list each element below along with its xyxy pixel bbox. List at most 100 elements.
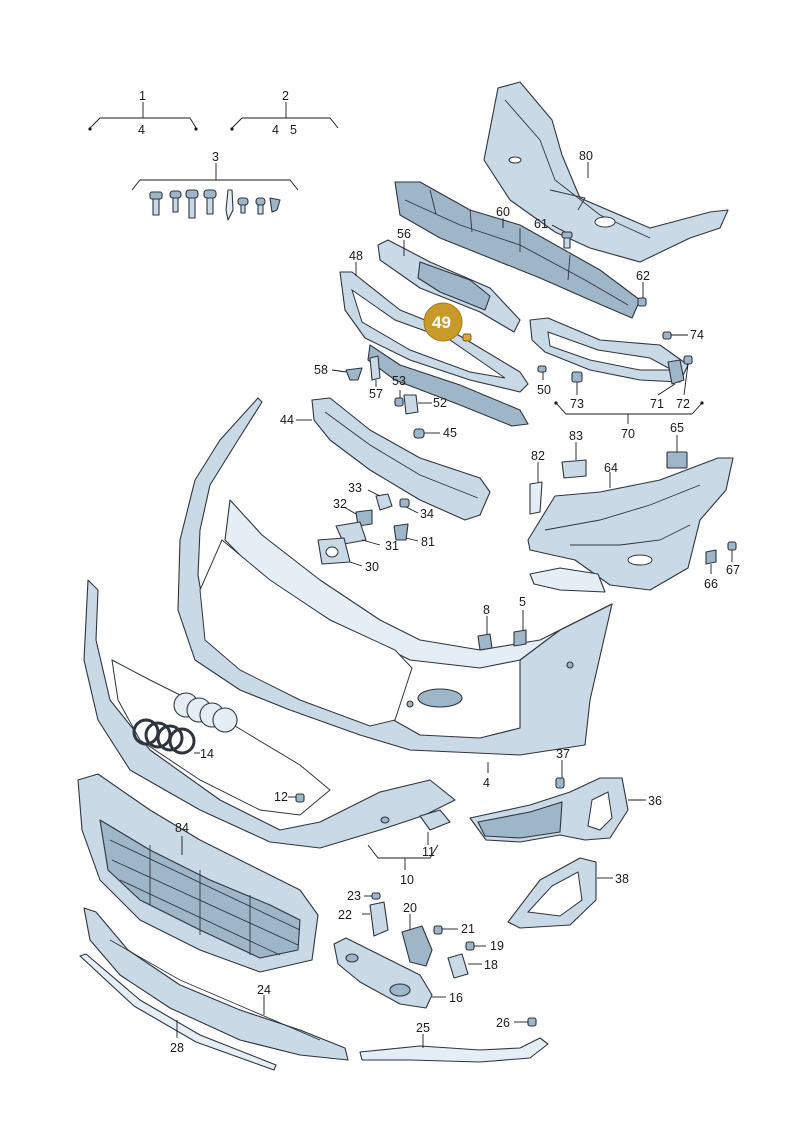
label-80: 80 [579,149,593,163]
label-62: 62 [636,269,650,283]
part-16-lamp-bar: 16 [333,937,463,1009]
label-82: 82 [531,449,545,463]
label-16: 16 [449,991,463,1005]
part-12-clip: 12 [274,790,305,804]
label-3: 3 [212,150,219,164]
part-81-clip: 81 [393,523,435,549]
label-26: 26 [496,1016,510,1030]
part-32-holder: 32 [333,497,373,527]
part-11-cover: 11 [419,809,451,859]
part-44-bracket: 44 [280,397,491,521]
part-66-clip: 66 [704,549,718,591]
label-50: 50 [537,383,551,397]
label-30: 30 [365,560,379,574]
label-72: 72 [676,397,690,411]
label-67: 67 [726,563,740,577]
label-73: 73 [570,397,584,411]
part-5-clip: 5 [513,595,527,647]
group-2: 2 4 5 [230,89,339,137]
label-61: 61 [534,217,548,231]
part-38-trim: 38 [507,857,629,929]
rings-emblem-icon [173,692,238,733]
part-36-side-grille: 36 [469,777,662,843]
part-20-lamp: 20 [401,901,433,967]
label-45: 45 [443,426,457,440]
label-38: 38 [615,872,629,886]
part-37-clip: 37 [555,747,570,789]
group-3-screws: 3 [131,150,299,221]
part-80-carrier: 80 [483,81,729,263]
part-18-bracket: 18 [447,953,498,979]
part-70-grille-frame: 74 73 71 72 70 [529,317,704,441]
part-83-sensor: 83 [561,429,587,479]
part-22-bracket: 22 [338,901,389,937]
label-49: 49 [432,313,451,332]
part-26-clip: 26 [496,1016,537,1030]
label-48: 48 [349,249,363,263]
part-14-rings-icon: 14 [132,692,238,761]
part-33-holder: 33 [348,481,393,511]
label-23: 23 [347,889,361,903]
label-21: 21 [461,922,475,936]
part-34-screw: 34 [399,498,434,521]
label-5: 5 [290,123,297,137]
part-24-spoiler: 24 [83,907,349,1061]
label-64: 64 [604,461,618,475]
label-4: 4 [138,123,145,137]
part-21-screw: 21 [433,922,475,936]
part-8-clip: 8 [477,603,493,651]
label-4: 4 [272,123,279,137]
label-25: 25 [416,1021,430,1035]
label-2: 2 [282,89,289,103]
label-10: 10 [400,873,414,887]
label-84: 84 [175,821,189,835]
label-65: 65 [670,421,684,435]
part-82-bracket: 82 [529,449,545,515]
label-60: 60 [496,205,510,219]
part-28-strip: 28 [79,953,277,1071]
label-70: 70 [621,427,635,441]
part-4-bumper-cover: 4 [177,397,613,790]
label-22: 22 [338,908,352,922]
label-37: 37 [556,747,570,761]
part-58-screw: 58 [314,363,363,381]
label-81: 81 [421,535,435,549]
label-74: 74 [690,328,704,342]
label-19: 19 [490,939,504,953]
label-5: 5 [519,595,526,609]
part-23-screw: 23 [347,889,381,903]
label-56: 56 [397,227,411,241]
label-36: 36 [648,794,662,808]
label-53: 53 [392,374,406,388]
part-60-bracket: 60 [394,181,641,319]
part-45-clip: 45 [413,426,457,440]
label-14: 14 [200,747,214,761]
label-18: 18 [484,958,498,972]
part-30-sensor-housing: 30 [317,537,379,574]
part-19-screw: 19 [465,939,504,953]
part-84-lower-grille: 84 [77,773,319,973]
label-71: 71 [650,397,664,411]
screw-icon [149,189,281,221]
label-12: 12 [274,790,288,804]
part-56-guide: 56 [377,227,521,333]
label-20: 20 [403,901,417,915]
part-64-side-bracket: 64 [527,457,734,593]
part-49-highlight[interactable]: 49 [423,302,472,342]
part-67-screw: 67 [726,541,740,577]
label-33: 33 [348,481,362,495]
label-34: 34 [420,507,434,521]
group-1: 1 4 [88,89,198,137]
part-52-bracket: 52 [403,394,447,415]
label-11: 11 [422,845,435,859]
label-4: 4 [483,776,490,790]
label-24: 24 [257,983,271,997]
part-53-nut: 53 [392,374,406,407]
label-1: 1 [139,89,146,103]
label-44: 44 [280,413,294,427]
part-57-clip: 57 [369,355,383,401]
part-25-trim-strip: 25 [359,1021,549,1063]
part-61-bolt: 61 [534,217,573,249]
label-66: 66 [704,577,718,591]
